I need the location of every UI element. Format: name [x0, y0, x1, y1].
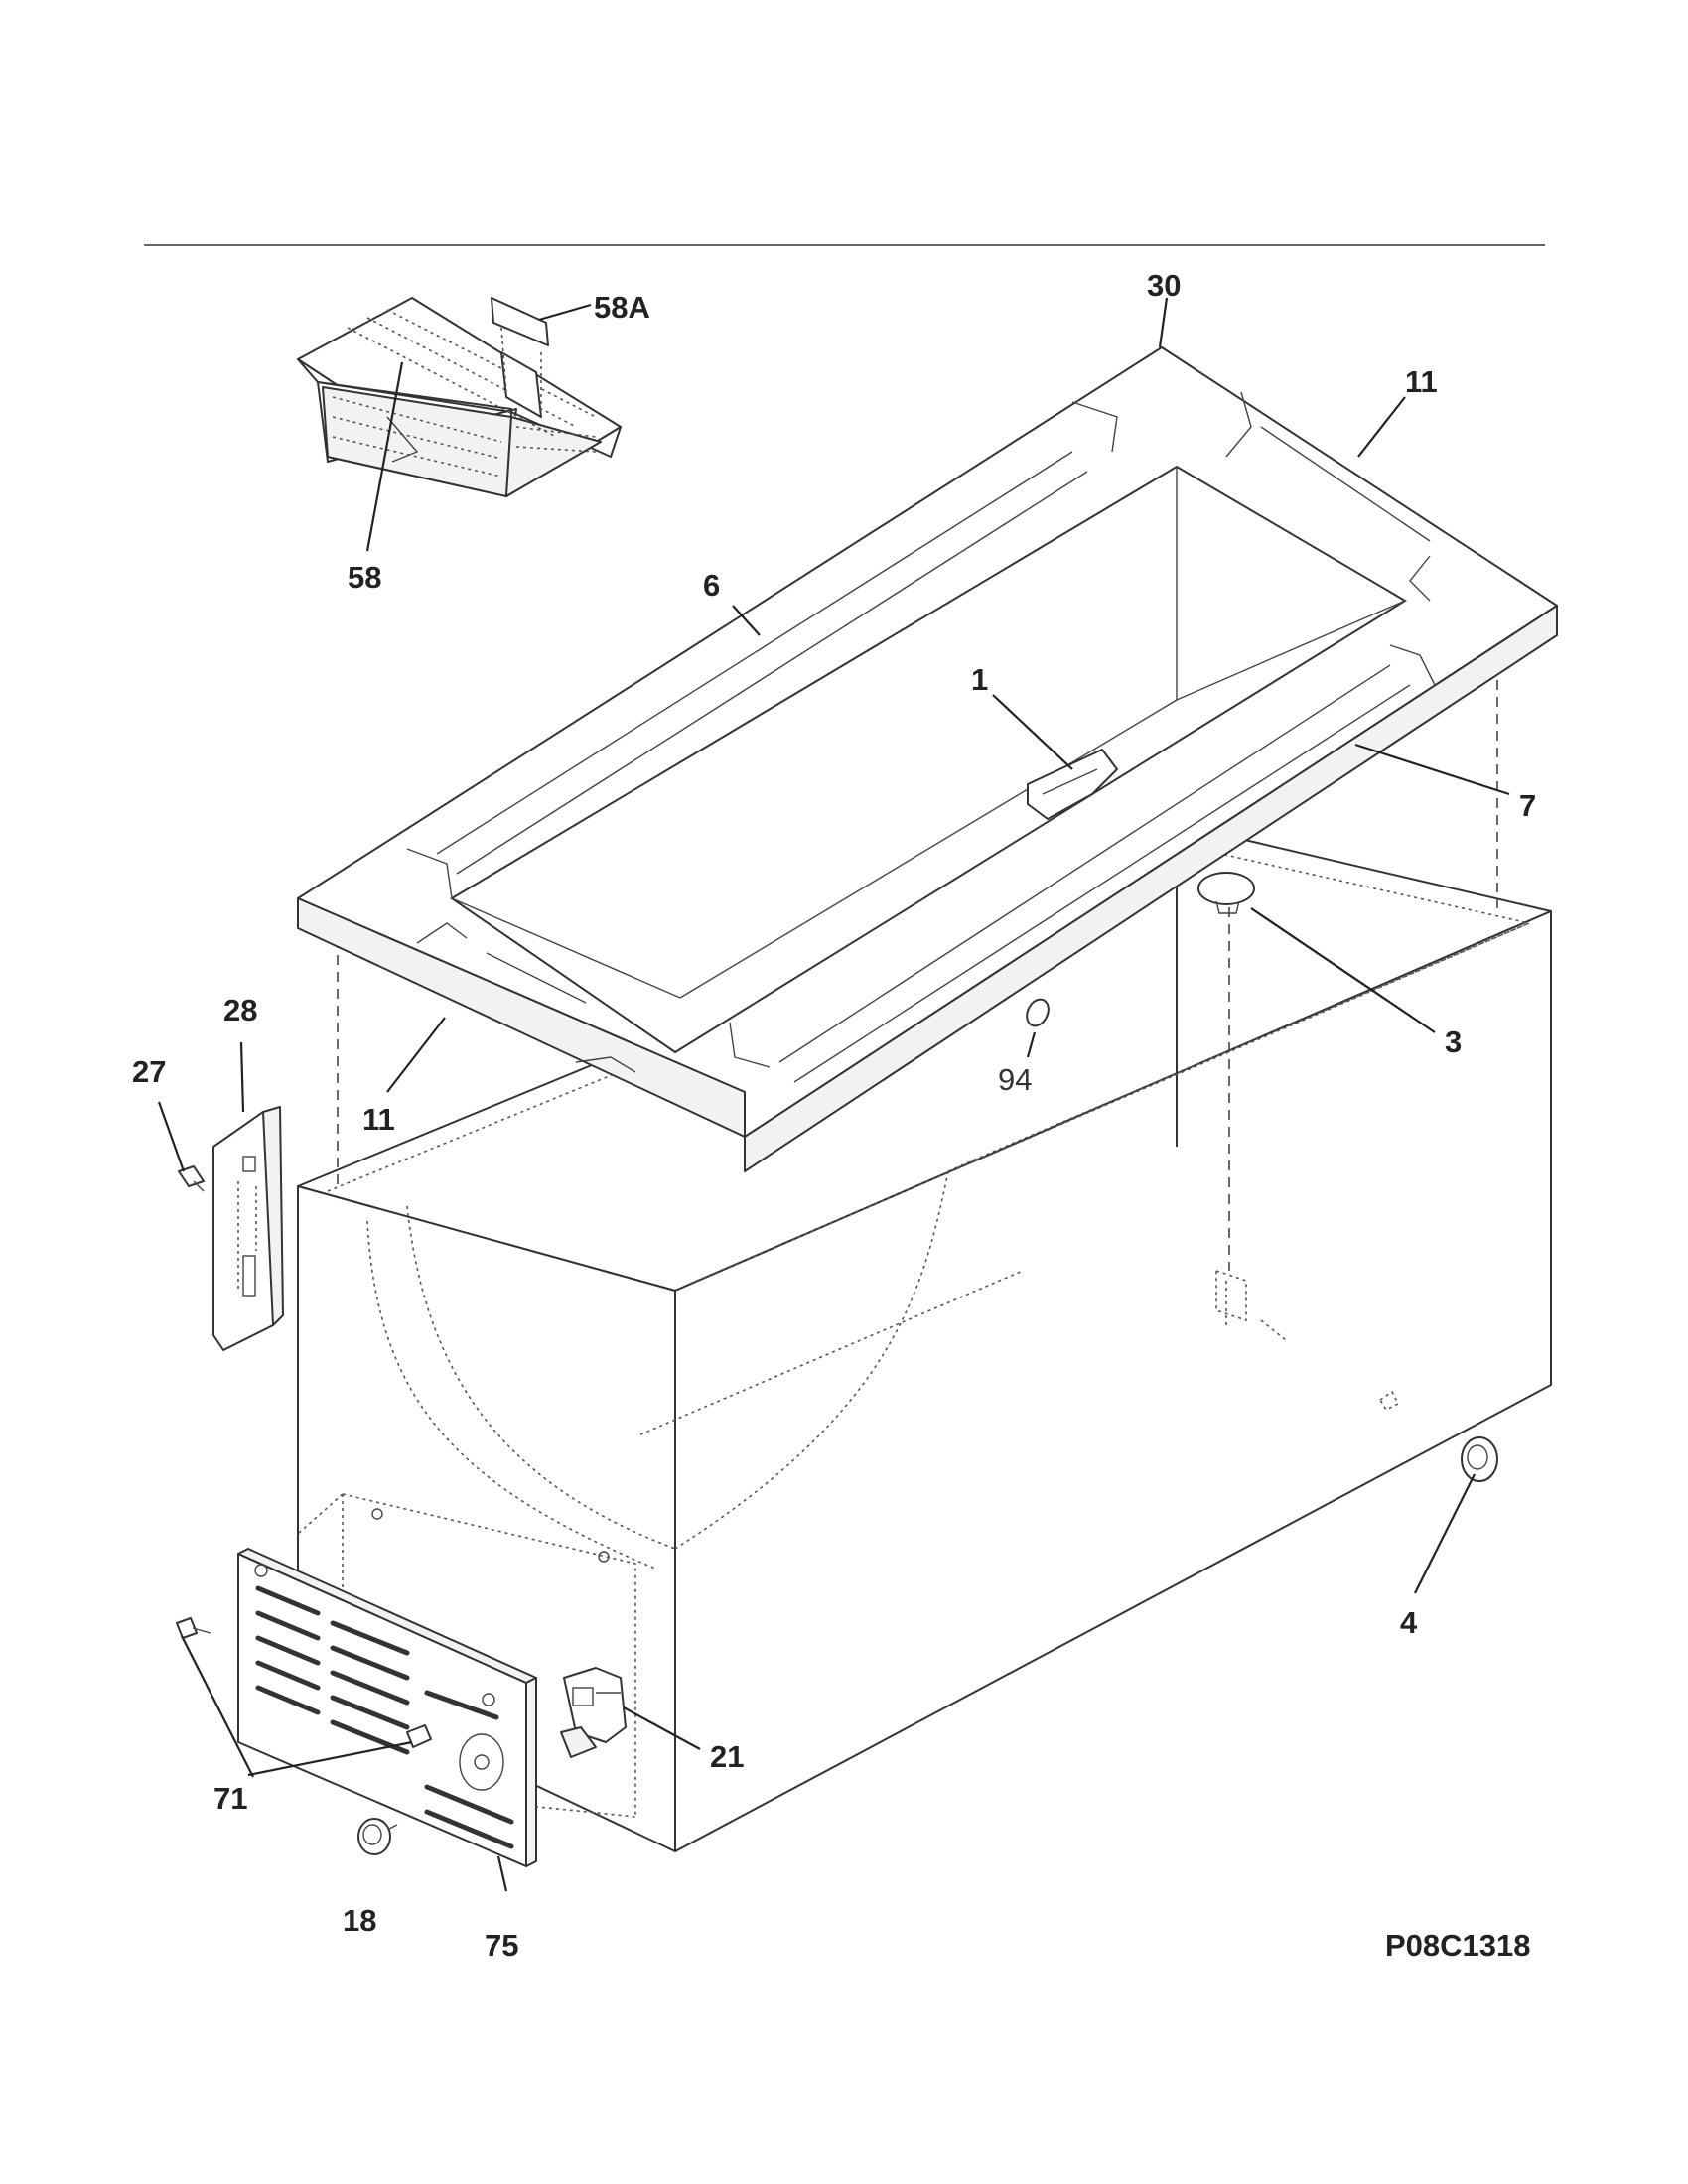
callout-18: 18: [343, 1903, 376, 1938]
grille-slots: [255, 1585, 514, 1849]
diagram-reference-code: P08C1318: [1385, 1928, 1531, 1963]
breaker-frame: [297, 346, 1558, 1172]
part-28-control-bracket: [212, 1106, 284, 1351]
callout-71: 71: [213, 1781, 247, 1816]
part-21-relay: [560, 1667, 627, 1758]
callout-7: 7: [1519, 788, 1536, 823]
callout-27: 27: [132, 1054, 166, 1089]
callout-30: 30: [1147, 268, 1181, 303]
callout-11-top: 11: [1405, 364, 1438, 399]
callout-58a: 58A: [594, 290, 650, 325]
callout-4: 4: [1400, 1605, 1418, 1640]
callout-94: 94: [998, 1062, 1032, 1097]
callout-58: 58: [348, 560, 381, 595]
part-75-grille: [237, 1548, 537, 1867]
callout-1: 1: [971, 662, 988, 697]
callout-75: 75: [485, 1928, 518, 1963]
callout-3: 3: [1445, 1024, 1462, 1059]
part-18-foot: [357, 1818, 398, 1855]
part-58a-divider: [491, 297, 549, 418]
part-27-screw: [178, 1165, 205, 1192]
leader-lines: [157, 297, 1510, 1892]
callout-11-left: 11: [362, 1102, 395, 1137]
part-3-drain-plug: [1197, 872, 1255, 914]
part-58-basket: [297, 297, 622, 497]
part-94-o-ring: [1026, 998, 1050, 1027]
part-4-leveler: [1461, 1436, 1498, 1482]
callout-28: 28: [223, 993, 257, 1027]
part-1-light-housing: [1027, 749, 1118, 820]
callout-21: 21: [710, 1739, 744, 1774]
callout-6: 6: [703, 568, 720, 603]
